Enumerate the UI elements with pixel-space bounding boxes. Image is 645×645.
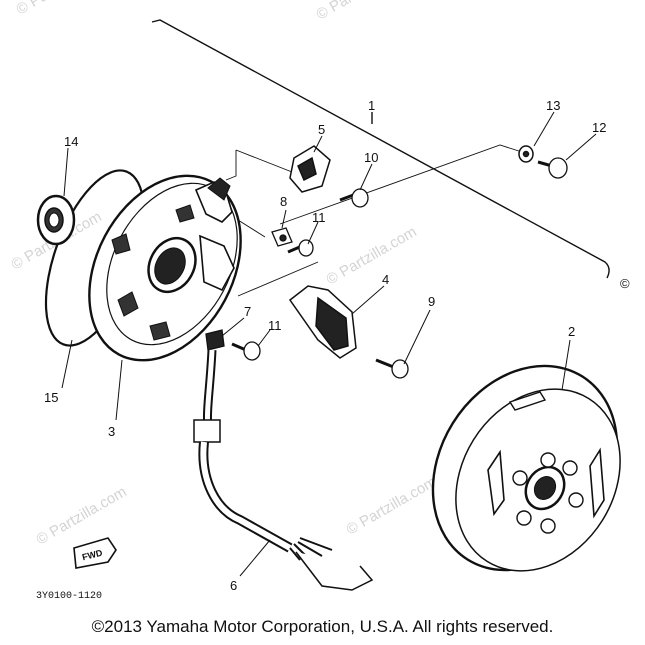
- callout-13: 13: [546, 98, 560, 113]
- bolt: [537, 157, 568, 179]
- flywheel-rotor: [431, 364, 621, 572]
- screw: [339, 188, 369, 208]
- callout-12: 12: [592, 120, 606, 135]
- callout-11: 11: [268, 318, 282, 333]
- charge-coil: [288, 285, 357, 359]
- pickup-coil: [289, 145, 331, 193]
- callout-2: 2: [568, 324, 575, 339]
- callout-4: 4: [382, 272, 389, 287]
- copyright-notice: ©2013 Yamaha Motor Corporation, U.S.A. A…: [91, 617, 554, 636]
- callout-5: 5: [318, 122, 325, 137]
- callout-6: 6: [230, 578, 237, 593]
- clamp: [205, 329, 225, 351]
- callout-1: 1: [368, 98, 375, 113]
- stator-plate: [88, 174, 242, 362]
- callout-9: 9: [428, 294, 435, 309]
- callout-14: 14: [64, 134, 78, 149]
- wire-harness: [193, 349, 374, 591]
- copyright-mark: ©: [620, 276, 630, 291]
- washer: [518, 145, 534, 163]
- fwd-label: FWD: [81, 547, 104, 562]
- screw: [231, 341, 261, 361]
- callout-3: 3: [108, 424, 115, 439]
- screw: [375, 358, 409, 379]
- leader-lines: [225, 144, 523, 297]
- watermark: © Partzilla.com: [314, 0, 410, 23]
- screw: [287, 239, 314, 257]
- callout-leaders: [61, 111, 597, 577]
- drawing-code: 3Y0100-1120: [36, 591, 102, 602]
- watermark: © Partzilla.com: [34, 483, 130, 548]
- callout-15: 15: [44, 390, 58, 405]
- watermark: © Partzilla.com: [14, 0, 110, 18]
- watermark: © Partzilla.com: [324, 223, 420, 288]
- assembly-bracket: [151, 19, 610, 279]
- callout-10: 10: [364, 150, 378, 165]
- fwd-arrow: FWD: [73, 537, 117, 569]
- bracket: [271, 227, 293, 247]
- oil-seal: [36, 194, 76, 246]
- callout-8: 8: [280, 194, 287, 209]
- callout-7: 7: [244, 304, 251, 319]
- watermark: © Partzilla.com: [344, 473, 440, 538]
- callout-11: 11: [312, 210, 326, 225]
- callout-numbers: 1 2 3 4 5 6 7 8 9 10 11 11 12 13 14 15 ©: [44, 98, 630, 593]
